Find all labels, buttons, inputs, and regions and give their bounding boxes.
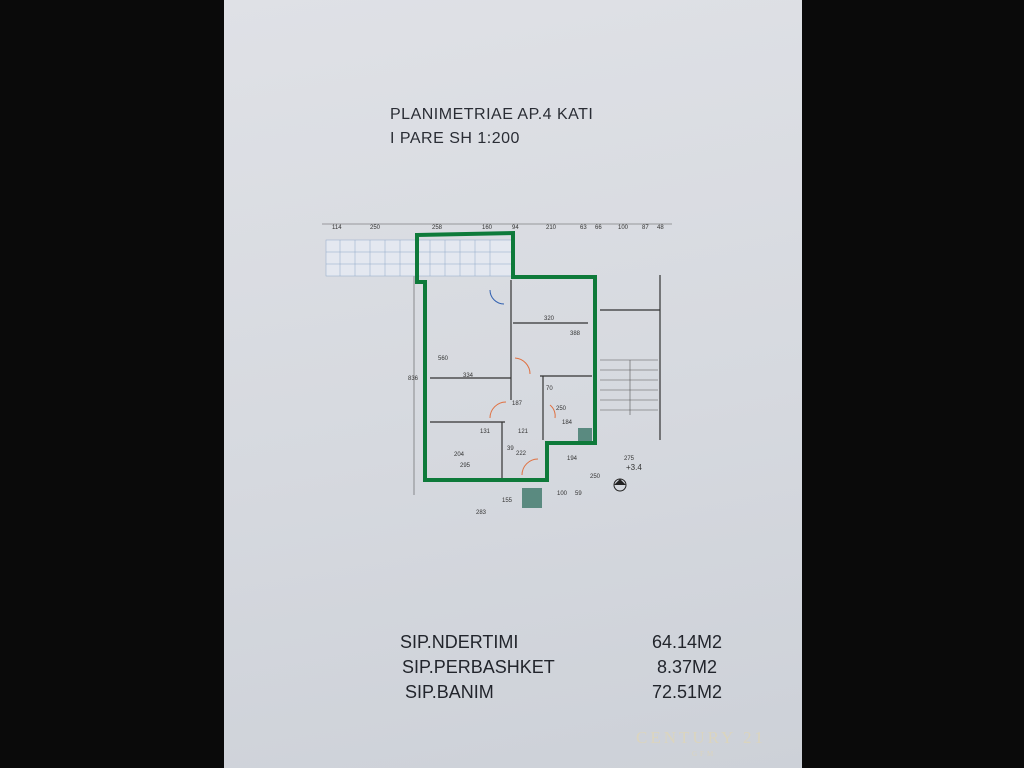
- balcony-door-swing: [489, 289, 505, 305]
- dim-label: 250: [590, 474, 601, 480]
- balcony-grid: [325, 239, 514, 277]
- dim-label: 204: [454, 452, 465, 458]
- dim-label: 70: [546, 386, 553, 392]
- dim-label: 836: [408, 376, 419, 382]
- plan-title-line1: PLANIMETRIAE AP.4 KATI: [390, 106, 594, 123]
- dim-label: 560: [438, 356, 449, 362]
- document-page: [224, 0, 802, 768]
- dim-label: 160: [482, 225, 493, 231]
- dim-label: 388: [570, 331, 581, 337]
- dim-label: 334: [463, 373, 474, 379]
- watermark-logo: CENTURY 21: [636, 728, 766, 747]
- dim-label: 59: [575, 491, 582, 497]
- dim-label: 210: [546, 225, 557, 231]
- plan-title-line2: I PARE SH 1:200: [390, 130, 520, 147]
- area-label: SIP.PERBASHKET: [402, 657, 555, 677]
- dim-label: 250: [370, 225, 381, 231]
- dim-label: 155: [502, 498, 513, 504]
- dim-label: 100: [618, 225, 629, 231]
- dim-label: 320: [544, 316, 555, 322]
- dim-label: 87: [642, 225, 649, 231]
- door-swings: [489, 357, 556, 476]
- shower-tray: [578, 428, 592, 442]
- dim-label: 131: [480, 429, 491, 435]
- dim-label: 114: [332, 225, 342, 231]
- dim-label: 283: [476, 510, 487, 516]
- top-dimension-labels: 114 250 258 160 94 210 63 66 100 87 48: [332, 225, 664, 231]
- dim-label: 100: [557, 491, 568, 497]
- dim-label: 250: [556, 406, 567, 412]
- dim-label: 194: [567, 456, 578, 462]
- watermark-sub: GFM: [692, 750, 717, 758]
- dim-label: 222: [516, 451, 527, 457]
- room-dimension-labels: 560 334 320 388 836 187 131 121 39 222 2…: [408, 316, 642, 516]
- dim-label: 66: [595, 225, 602, 231]
- dim-label: 121: [518, 429, 529, 435]
- dim-label: 63: [580, 225, 587, 231]
- dimension-lines: [322, 223, 672, 495]
- apartment-outline: [415, 230, 597, 482]
- area-value: 64.14M2: [652, 632, 723, 652]
- stairs: [600, 359, 658, 415]
- dim-label: 187: [512, 401, 523, 407]
- dim-label: 48: [657, 225, 664, 231]
- elevation-label: +3.4: [626, 463, 642, 472]
- area-value: 72.51M2: [652, 682, 723, 702]
- area-label: SIP.NDERTIMI: [400, 632, 519, 652]
- dim-label: 39: [507, 446, 514, 452]
- dim-label: 258: [432, 225, 443, 231]
- dim-label: 295: [460, 463, 471, 469]
- dim-label: 275: [624, 456, 635, 462]
- area-label: SIP.BANIM: [405, 682, 494, 702]
- dim-label: 94: [512, 225, 519, 231]
- north-arrow-icon: [613, 478, 627, 492]
- shower-tray-lower: [522, 488, 542, 508]
- interior-walls: [430, 275, 661, 478]
- area-value: 8.37M2: [657, 657, 718, 677]
- dim-label: 184: [562, 420, 573, 426]
